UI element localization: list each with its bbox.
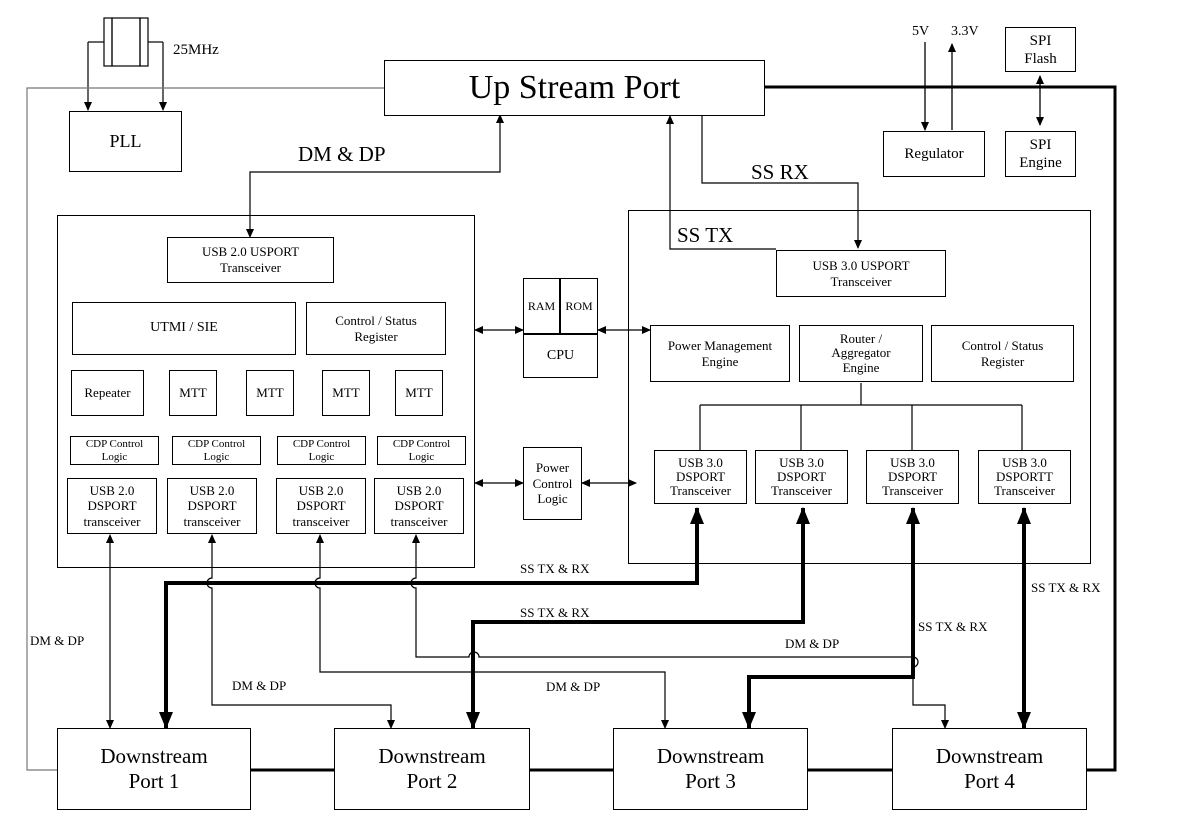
- dm-dp-label-port3: DM & DP: [546, 679, 601, 694]
- control-status-register-right: Control / Status Register: [931, 325, 1074, 382]
- crystal-oscillator-icon: [88, 17, 163, 67]
- router-aggregator-engine: Router / Aggregator Engine: [799, 325, 923, 382]
- ss-rx-line: [701, 115, 862, 249]
- ss-txrx-label-1: SS TX & RX: [520, 561, 590, 576]
- usb3-dsport-transceiver-3: USB 3.0 DSPORT Transceiver: [866, 450, 959, 504]
- mtt-block-3: MTT: [322, 370, 370, 416]
- dm-dp-label-port1: DM & DP: [30, 633, 85, 648]
- rom-block: ROM: [560, 278, 598, 334]
- dm-dp-label-port2: DM & DP: [232, 678, 287, 693]
- power-management-engine: Power Management Engine: [650, 325, 790, 382]
- router-fanout: [699, 383, 1023, 450]
- usb3-dsport-transceiver-4: USB 3.0 DSPORTT Transceiver: [978, 450, 1071, 504]
- dm-dp-label-port4: DM & DP: [785, 636, 840, 651]
- ss-tx-line: [666, 115, 776, 250]
- cdp-control-logic-3: CDP Control Logic: [277, 436, 366, 465]
- spi-flash-block: SPI Flash: [1005, 27, 1076, 72]
- usb2-dsport-transceiver-1: USB 2.0 DSPORT transceiver: [67, 478, 157, 534]
- internal-arrows: [474, 326, 651, 487]
- cdp-control-logic-4: CDP Control Logic: [377, 436, 466, 465]
- ram-block: RAM: [523, 278, 560, 334]
- cdp-control-logic-1: CDP Control Logic: [70, 436, 159, 465]
- downstream-port-3: Downstream Port 3: [613, 728, 808, 810]
- spi-engine-block: SPI Engine: [1005, 131, 1076, 177]
- usb3-downstream-lines: [159, 507, 1031, 729]
- pll-block: PLL: [69, 111, 182, 172]
- cdp-control-logic-2: CDP Control Logic: [172, 436, 261, 465]
- v5-label: 5V: [912, 24, 930, 39]
- usb2-dsport-transceiver-3: USB 2.0 DSPORT transceiver: [276, 478, 366, 534]
- cpu-block: CPU: [523, 334, 598, 378]
- dm-dp-usb2-line: [246, 114, 504, 238]
- crystal-frequency-label: 25MHz: [173, 42, 219, 58]
- ss-txrx-label-4: SS TX & RX: [1031, 580, 1101, 595]
- usb2-usport-transceiver: USB 2.0 USPORT Transceiver: [167, 237, 334, 283]
- usb3-dsport-transceiver-1: USB 3.0 DSPORT Transceiver: [654, 450, 747, 504]
- ss-txrx-label-2: SS TX & RX: [520, 605, 590, 620]
- usb2-dsport-transceiver-4: USB 2.0 DSPORT transceiver: [374, 478, 464, 534]
- usb2-hub-region: [57, 215, 475, 568]
- usb3-usport-transceiver: USB 3.0 USPORT Transceiver: [776, 250, 946, 297]
- mtt-block-2: MTT: [246, 370, 294, 416]
- mtt-block-1: MTT: [169, 370, 217, 416]
- upstream-bus-line: [765, 85, 1117, 772]
- ss-tx-label: SS TX: [677, 223, 734, 247]
- usb2-dsport-transceiver-2: USB 2.0 DSPORT transceiver: [167, 478, 257, 534]
- ss-rx-label: SS RX: [751, 160, 809, 184]
- dm-dp-upstream-label: DM & DP: [298, 142, 386, 166]
- downstream-port-1: Downstream Port 1: [57, 728, 251, 810]
- crystal-to-pll-lines: [84, 42, 167, 111]
- downstream-port-2: Downstream Port 2: [334, 728, 530, 810]
- mtt-block-4: MTT: [395, 370, 443, 416]
- regulator-block: Regulator: [883, 131, 985, 177]
- repeater-block: Repeater: [71, 370, 144, 416]
- control-status-register-left: Control / Status Register: [306, 302, 446, 355]
- upstream-port-block: Up Stream Port: [384, 60, 765, 116]
- clock-loop-line: [26, 87, 384, 771]
- utmi-sie-block: UTMI / SIE: [72, 302, 296, 355]
- downstream-port-4: Downstream Port 4: [892, 728, 1087, 810]
- usb3-dsport-transceiver-2: USB 3.0 DSPORT Transceiver: [755, 450, 848, 504]
- ss-txrx-label-3: SS TX & RX: [918, 619, 988, 634]
- usb3-hub-region: [628, 210, 1091, 564]
- power-control-logic-block: Power Control Logic: [523, 447, 582, 520]
- v33-label: 3.3V: [951, 24, 979, 39]
